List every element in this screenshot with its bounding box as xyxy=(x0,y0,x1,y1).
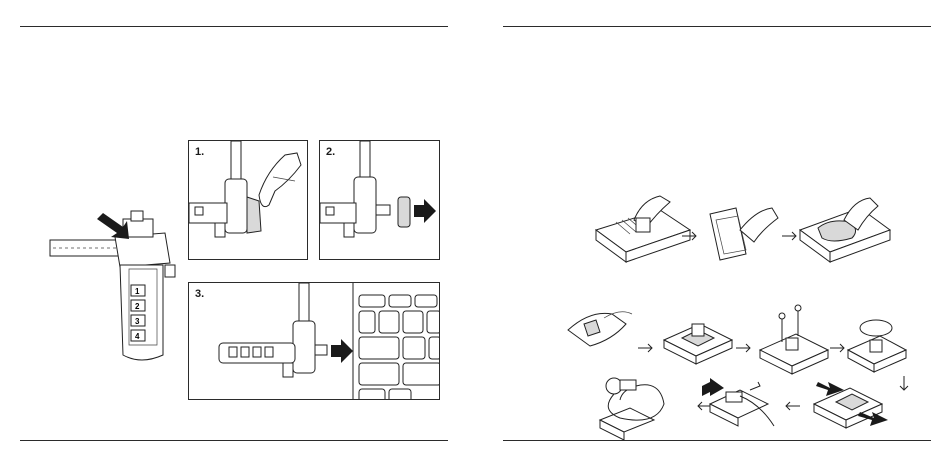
wipe-surface-drawing xyxy=(800,198,890,262)
attached-cable-drawing xyxy=(600,378,664,440)
arrow-right-icon xyxy=(830,344,844,352)
slide-cover-drawing xyxy=(814,382,888,428)
left-bottom-rule xyxy=(20,440,448,441)
left-top-rule xyxy=(20,26,448,27)
press-arrow-icon xyxy=(97,213,129,239)
step-2-drawing xyxy=(320,141,439,259)
right-top-rule xyxy=(503,26,931,27)
screw-plate-drawing xyxy=(760,305,828,374)
peel-backing-drawing xyxy=(568,312,632,346)
step-1-panel: 1. xyxy=(188,140,308,260)
step-3-drawing xyxy=(189,283,439,399)
clean-surface-drawing xyxy=(596,196,690,262)
anchor-plate-drawing xyxy=(664,324,732,364)
dial-digit-3: 3 xyxy=(135,317,140,326)
arrow-right-icon xyxy=(638,344,652,352)
arrow-right-icon xyxy=(736,344,750,352)
cable-through-anchor-drawing xyxy=(702,378,774,426)
alcohol-pad-drawing xyxy=(710,208,778,260)
dial-digit-2: 2 xyxy=(135,302,140,311)
arrow-down-icon xyxy=(900,376,908,390)
step-3-panel: 3. xyxy=(188,282,440,400)
step-1-drawing xyxy=(189,141,307,259)
arrow-left-icon xyxy=(786,402,800,410)
arrow-right-icon xyxy=(782,232,796,240)
arrow-right-icon xyxy=(414,199,436,223)
dial-digit-1: 1 xyxy=(135,287,140,296)
right-bottom-rule xyxy=(503,440,931,441)
anchor-installation-illustration xyxy=(560,190,910,440)
dial-digit-4: 4 xyxy=(135,332,140,341)
cover-cap-drawing xyxy=(848,320,906,372)
arrow-right-icon xyxy=(331,339,353,363)
step-2-panel: 2. xyxy=(319,140,440,260)
